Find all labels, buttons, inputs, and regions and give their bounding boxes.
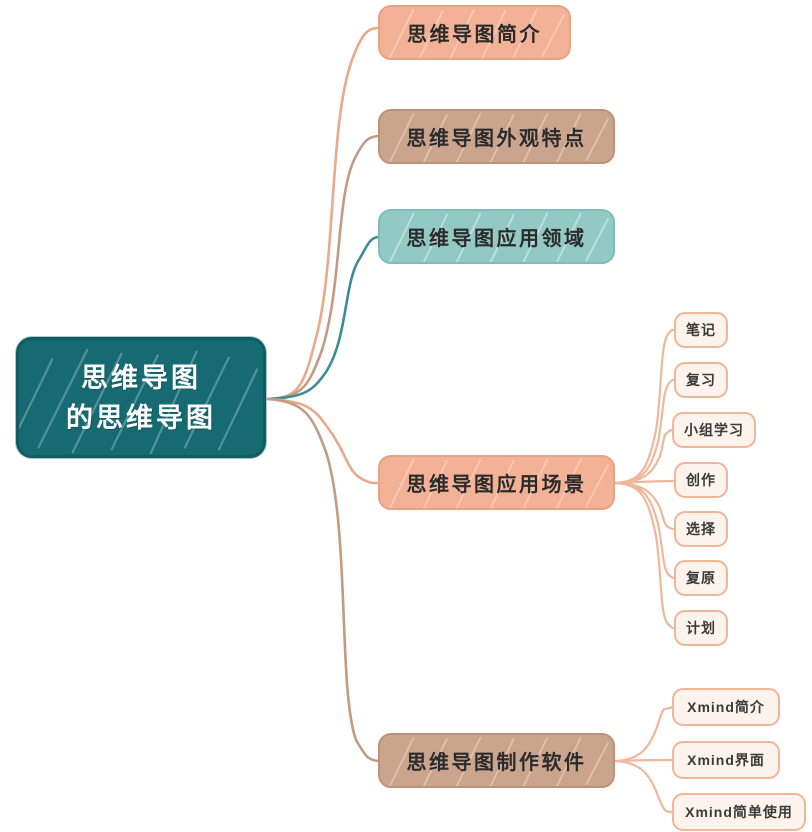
edge-root-to-branch-3 [266, 397, 380, 485]
edge-root-to-branch-4 [266, 397, 380, 763]
leaf-label: 笔记 [686, 322, 716, 338]
edge-branch-3-to-child-2 [613, 428, 674, 485]
leaf-node-notes[interactable]: 笔记 [674, 312, 728, 348]
edge-root-to-branch-0 [266, 26, 380, 401]
branch-node-software[interactable]: 思维导图制作软件 [378, 733, 615, 788]
leaf-label: 计划 [686, 620, 716, 636]
leaf-label: 选择 [686, 521, 716, 537]
leaf-label: Xmind简介 [687, 699, 765, 715]
leaf-label: Xmind界面 [687, 752, 765, 768]
edge-root-to-branch-1 [266, 134, 380, 401]
branch-label: 思维导图应用场景 [406, 474, 587, 496]
leaf-node-plan[interactable]: 计划 [674, 610, 728, 646]
branch-node-appearance[interactable]: 思维导图外观特点 [378, 109, 615, 164]
root-label-line2: 的思维导图 [66, 402, 216, 433]
edge-branch-3-to-child-0 [613, 328, 676, 485]
leaf-label: 创作 [686, 472, 716, 488]
leaf-node-group-study[interactable]: 小组学习 [672, 412, 756, 448]
edge-root-to-branch-2 [266, 235, 380, 401]
branch-label: 思维导图制作软件 [406, 752, 587, 774]
branch-label: 思维导图简介 [407, 24, 542, 46]
edge-branch-4-to-child-0 [613, 705, 674, 763]
branch-node-intro[interactable]: 思维导图简介 [378, 5, 571, 60]
edge-branch-3-to-child-4 [613, 481, 676, 531]
edge-branch-4-to-child-2 [613, 759, 674, 814]
edge-branch-3-to-child-1 [613, 378, 676, 485]
branch-node-application-scenarios[interactable]: 思维导图应用场景 [378, 455, 615, 510]
leaf-node-xmind-interface[interactable]: Xmind界面 [672, 741, 780, 779]
branch-label: 思维导图外观特点 [406, 128, 587, 150]
edge-branch-4-to-child-1 [613, 758, 674, 763]
edge-branch-3-to-child-6 [613, 481, 676, 630]
leaf-node-selection[interactable]: 选择 [674, 511, 728, 547]
leaf-node-creation[interactable]: 创作 [674, 462, 728, 498]
leaf-label: Xmind简单使用 [685, 804, 793, 820]
branch-node-application-fields[interactable]: 思维导图应用领域 [378, 209, 615, 264]
edge-branch-3-to-child-3 [613, 479, 676, 485]
leaf-node-review[interactable]: 复习 [674, 362, 728, 398]
edge-branch-3-to-child-5 [613, 481, 676, 580]
root-label-line1: 思维导图 [81, 362, 201, 393]
root-node[interactable]: 思维导图 的思维导图 [16, 337, 266, 458]
leaf-label: 小组学习 [684, 422, 744, 438]
leaf-node-restore[interactable]: 复原 [674, 560, 728, 596]
leaf-node-xmind-intro[interactable]: Xmind简介 [672, 688, 780, 726]
branch-label: 思维导图应用领域 [406, 228, 587, 250]
leaf-label: 复原 [686, 570, 716, 586]
leaf-node-xmind-basic-usage[interactable]: Xmind简单使用 [672, 793, 806, 831]
leaf-label: 复习 [686, 372, 716, 388]
